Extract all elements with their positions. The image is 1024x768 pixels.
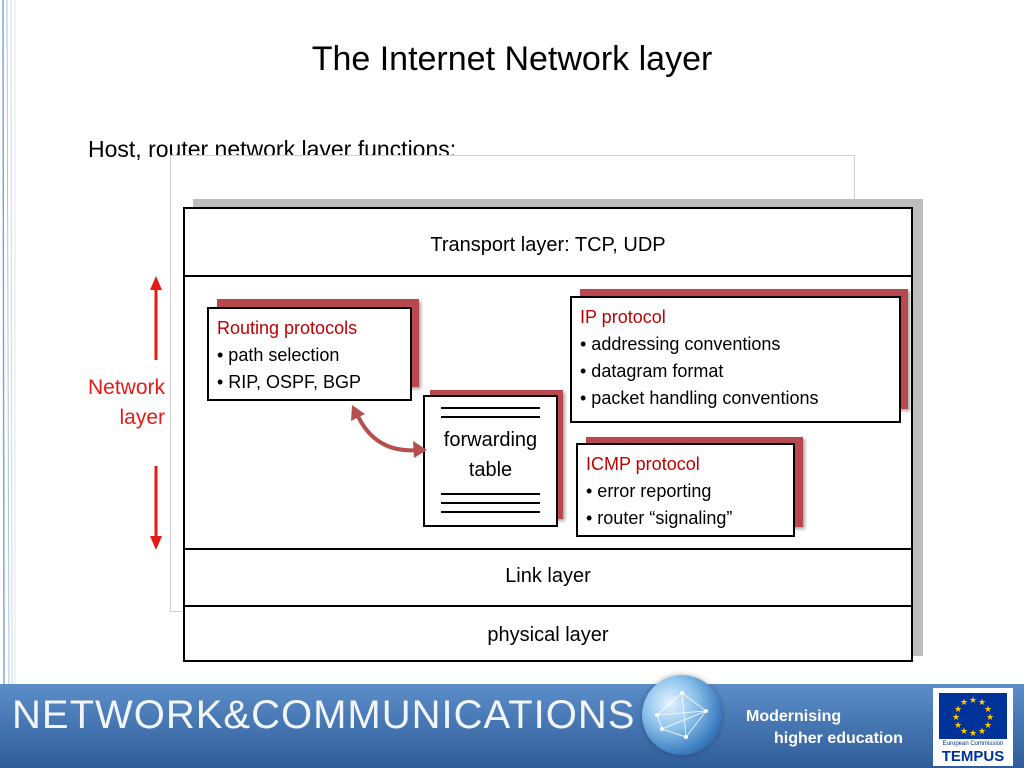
physical-layer-label: physical layer bbox=[487, 624, 609, 646]
divider-network bbox=[185, 548, 911, 550]
table-rows-top bbox=[441, 407, 540, 418]
ip-item: • datagram format bbox=[580, 361, 724, 381]
ip-protocol-box: IP protocol • addressing conventions • d… bbox=[570, 296, 901, 423]
icmp-item: • error reporting bbox=[586, 481, 712, 501]
eu-commission-text: European Commission bbox=[942, 741, 1004, 747]
svg-text:★: ★ bbox=[984, 705, 992, 715]
link-layer-label: Link layer bbox=[505, 565, 591, 587]
divider-transport bbox=[185, 275, 911, 277]
transport-layer-label: Transport layer: TCP, UDP bbox=[430, 234, 666, 256]
forwarding-table-box: forwarding table bbox=[423, 395, 558, 527]
table-rows-bottom bbox=[441, 493, 540, 513]
tempus-text: TEMPUS bbox=[941, 748, 1005, 765]
footer-bar bbox=[0, 684, 1024, 768]
icmp-item: • router “signaling” bbox=[586, 508, 733, 528]
protocol-stack: Transport layer: TCP, UDP Link layer phy… bbox=[183, 207, 913, 662]
network-layer-label: Network layer bbox=[88, 373, 165, 433]
tagline-line2: higher education bbox=[774, 730, 903, 747]
icmp-heading: ICMP protocol bbox=[586, 454, 700, 474]
footer-tagline: Modernising higher education bbox=[746, 706, 903, 750]
routing-item: • RIP, OSPF, BGP bbox=[217, 372, 362, 392]
tempus-logo: ★★★ ★★★ ★★★ ★★★ European Commission TEMP… bbox=[933, 688, 1013, 766]
ip-heading: IP protocol bbox=[580, 307, 666, 327]
eu-stars-icon: ★★★ ★★★ ★★★ ★★★ bbox=[952, 696, 994, 739]
routing-forwarding-arrow bbox=[351, 405, 427, 458]
svg-text:★: ★ bbox=[954, 721, 962, 731]
network-globe-icon bbox=[655, 691, 708, 739]
svg-text:★: ★ bbox=[969, 729, 977, 739]
routing-protocols-box: Routing protocols • path selection • RIP… bbox=[207, 307, 412, 401]
ip-item: • addressing conventions bbox=[580, 334, 781, 354]
icmp-protocol-box: ICMP protocol • error reporting • router… bbox=[576, 443, 795, 537]
svg-text:★: ★ bbox=[960, 727, 968, 737]
svg-text:★: ★ bbox=[952, 713, 960, 723]
network-label-line2: layer bbox=[119, 406, 165, 429]
network-layer-arrows bbox=[150, 276, 162, 550]
routing-item: • path selection bbox=[217, 345, 340, 365]
forwarding-table-label-line2: table bbox=[468, 459, 513, 481]
svg-text:★: ★ bbox=[954, 705, 962, 715]
svg-text:★: ★ bbox=[978, 727, 986, 737]
eu-flag-icon: ★★★ ★★★ ★★★ ★★★ bbox=[939, 693, 1007, 739]
forwarding-table-label-line1: forwarding bbox=[443, 429, 538, 451]
tagline-line1: Modernising bbox=[746, 708, 842, 725]
svg-text:★: ★ bbox=[986, 713, 994, 723]
globe-logo bbox=[642, 675, 722, 755]
routing-heading: Routing protocols bbox=[217, 318, 358, 338]
decorative-edge-lines bbox=[2, 0, 16, 684]
footer-title: NETWORK&COMMUNICATIONS bbox=[12, 693, 636, 737]
svg-text:★: ★ bbox=[984, 721, 992, 731]
network-label-line1: Network bbox=[87, 376, 165, 399]
divider-link bbox=[185, 605, 911, 607]
svg-text:★: ★ bbox=[978, 698, 986, 708]
slide-title: The Internet Network layer bbox=[311, 40, 713, 78]
ip-item: • packet handling conventions bbox=[580, 388, 819, 408]
svg-text:★: ★ bbox=[960, 698, 968, 708]
svg-text:★: ★ bbox=[969, 696, 977, 706]
